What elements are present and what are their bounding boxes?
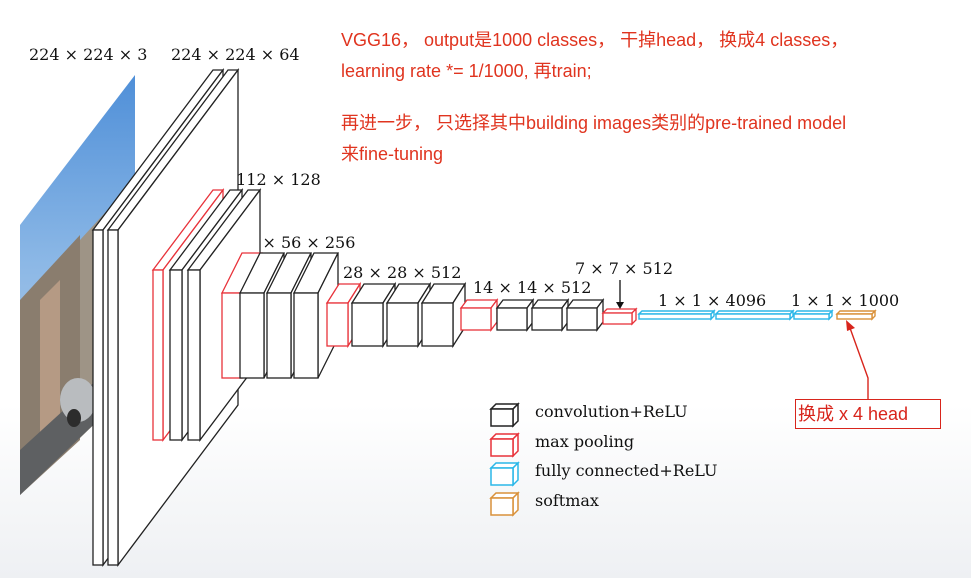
legend-swatch-fc — [489, 461, 520, 487]
conv5-block-c — [565, 298, 605, 332]
conv5-block-b — [530, 298, 570, 332]
dim-fc: 1 × 1 × 4096 — [658, 291, 767, 310]
fc-layers — [637, 309, 834, 321]
softmax-layer — [835, 309, 877, 321]
pool5-arrow — [616, 280, 624, 309]
legend-label-fc: fully connected+ReLU — [535, 461, 718, 480]
pool4-block — [459, 298, 499, 332]
pool5-block — [601, 307, 638, 326]
dim-output: 1 × 1 × 1000 — [791, 291, 900, 310]
legend-swatch-conv — [489, 402, 520, 428]
legend-label-softmax: softmax — [535, 491, 599, 510]
conv4-block-c — [420, 281, 467, 349]
callout-arrow — [846, 320, 869, 399]
note-line-4: 来fine-tuning — [341, 144, 444, 164]
dim-conv5: 14 × 14 × 512 — [473, 278, 592, 297]
dim-input: 224 × 224 × 3 — [29, 45, 148, 64]
conv-block-5 — [459, 298, 638, 332]
head-replacement-callout: 换成 x 4 head — [795, 399, 941, 429]
legend-label-conv: convolution+ReLU — [535, 402, 688, 421]
legend-label-pool: max pooling — [535, 432, 635, 451]
fc-layer-1 — [637, 309, 716, 321]
note-line-2: learning rate *= 1/1000, 再train; — [341, 61, 592, 81]
legend-swatch-softmax — [489, 491, 520, 517]
dim-pool5: 7 × 7 × 512 — [575, 259, 674, 278]
conv-block-1 — [91, 68, 240, 567]
legend-swatches — [489, 402, 520, 517]
conv-block-3 — [220, 252, 340, 379]
fc-layer-2 — [714, 309, 795, 321]
dim-conv1: 224 × 224 × 64 — [171, 45, 300, 64]
dim-conv4: 28 × 28 × 512 — [343, 263, 462, 282]
dim-conv3: 56 × 56 × 256 — [237, 233, 356, 252]
legend-swatch-pool — [489, 432, 520, 458]
conv-block-4 — [325, 281, 467, 349]
fc-layer-3 — [792, 309, 834, 321]
conv5-block-a — [495, 298, 535, 332]
note-line-1: VGG16， output是1000 classes， 干掉head， 换成4 … — [341, 30, 849, 50]
note-line-3: 再进一步， 只选择其中building images类别的pre-trained… — [341, 113, 847, 133]
